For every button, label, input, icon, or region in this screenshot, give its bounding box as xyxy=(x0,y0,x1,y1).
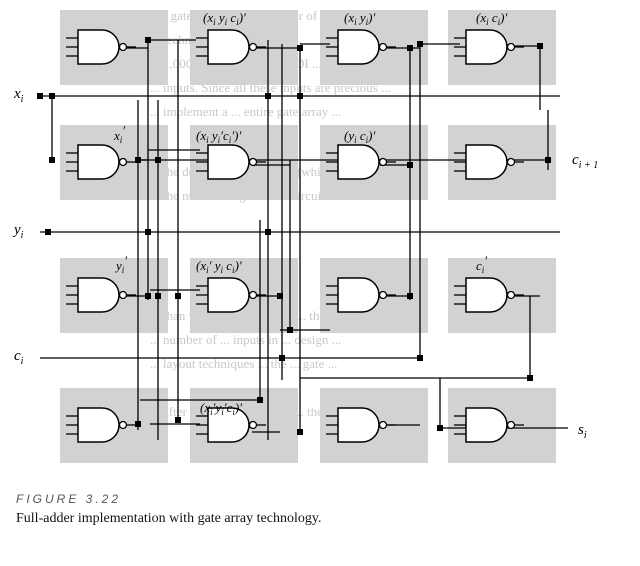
gate-label-xyc: (xi yi ci)′ xyxy=(203,10,246,27)
nand-gate xyxy=(196,29,266,65)
nand-gate xyxy=(454,144,524,180)
junction-dot xyxy=(135,157,141,163)
gate-label-x'y'c: (xi′yi′ci)′ xyxy=(200,400,242,417)
nand-gate xyxy=(66,144,136,180)
junction-dot xyxy=(135,421,141,427)
nand-gate xyxy=(196,277,266,313)
gate-label-yi-not: yi′ xyxy=(114,253,127,275)
nand-gate xyxy=(326,277,396,313)
nand-gate xyxy=(326,29,396,65)
junction-dot xyxy=(417,41,423,47)
junction-dot xyxy=(257,397,263,403)
figure-number: FIGURE 3.22 xyxy=(16,492,122,506)
gate-label-xy: (xi yi)′ xyxy=(344,10,376,27)
output-label-sum: si xyxy=(578,422,587,441)
junction-dot xyxy=(437,425,443,431)
wiring xyxy=(40,39,568,440)
junction-dot xyxy=(37,93,43,99)
gate-label-yc: (yi ci)′ xyxy=(344,128,376,145)
nand-gate xyxy=(326,407,396,443)
junction-dot xyxy=(145,293,151,299)
junction-dot xyxy=(265,229,271,235)
junction-dot xyxy=(265,93,271,99)
nand-gate xyxy=(196,407,266,443)
nand-gate xyxy=(454,407,524,443)
gate-label-ci-not: ci′ xyxy=(476,253,487,275)
junction-dot xyxy=(545,157,551,163)
figure-caption: FIGURE 3.22 Full-adder implementation wi… xyxy=(16,492,376,528)
junction-dot xyxy=(277,293,283,299)
junction-dot xyxy=(49,157,55,163)
junction-dot xyxy=(407,162,413,168)
input-label-yi: yi xyxy=(12,222,24,241)
junction-dot xyxy=(287,327,293,333)
svg-text:... implement a ... entire gat: ... implement a ... entire gate array ..… xyxy=(150,104,341,119)
output-label-carry: ci + 1 xyxy=(572,152,598,171)
nand-gate xyxy=(66,407,136,443)
input-label-ci: ci xyxy=(14,348,24,367)
nand-gate xyxy=(196,144,266,180)
junction-dot xyxy=(155,157,161,163)
gate-label-xc: (xi ci)′ xyxy=(476,10,508,27)
junction-dot xyxy=(297,93,303,99)
nand-gate xyxy=(454,29,524,65)
nand-gate xyxy=(66,277,136,313)
junction-dot xyxy=(407,45,413,51)
gate-cells xyxy=(60,10,556,463)
connection-points xyxy=(37,37,551,435)
junction-dot xyxy=(175,417,181,423)
gate-label-xi-not: xi′ xyxy=(113,123,125,145)
junction-dot xyxy=(279,355,285,361)
caption-text: Full-adder implementation with gate arra… xyxy=(16,511,322,526)
junction-dot xyxy=(417,355,423,361)
svg-text:... layout techniques ... the: ... layout techniques ... the ... gate .… xyxy=(150,356,337,371)
junction-dot xyxy=(527,375,533,381)
junction-dot xyxy=(297,45,303,51)
junction-dot xyxy=(537,43,543,49)
junction-dot xyxy=(145,229,151,235)
nand-gate xyxy=(66,29,136,65)
nand-gates xyxy=(66,29,524,443)
nand-gate xyxy=(326,144,396,180)
gate-label-x'yc': (xi′ yi ci)′ xyxy=(196,258,242,275)
junction-dot xyxy=(297,429,303,435)
junction-dot xyxy=(145,37,151,43)
svg-text:... number of ... inputs in ..: ... number of ... inputs in ... design .… xyxy=(150,332,341,347)
nand-gate xyxy=(454,277,524,313)
junction-dot xyxy=(45,229,51,235)
junction-dot xyxy=(407,293,413,299)
junction-dot xyxy=(49,93,55,99)
input-label-xi: xi xyxy=(13,86,24,105)
junction-dot xyxy=(155,293,161,299)
junction-dot xyxy=(175,293,181,299)
